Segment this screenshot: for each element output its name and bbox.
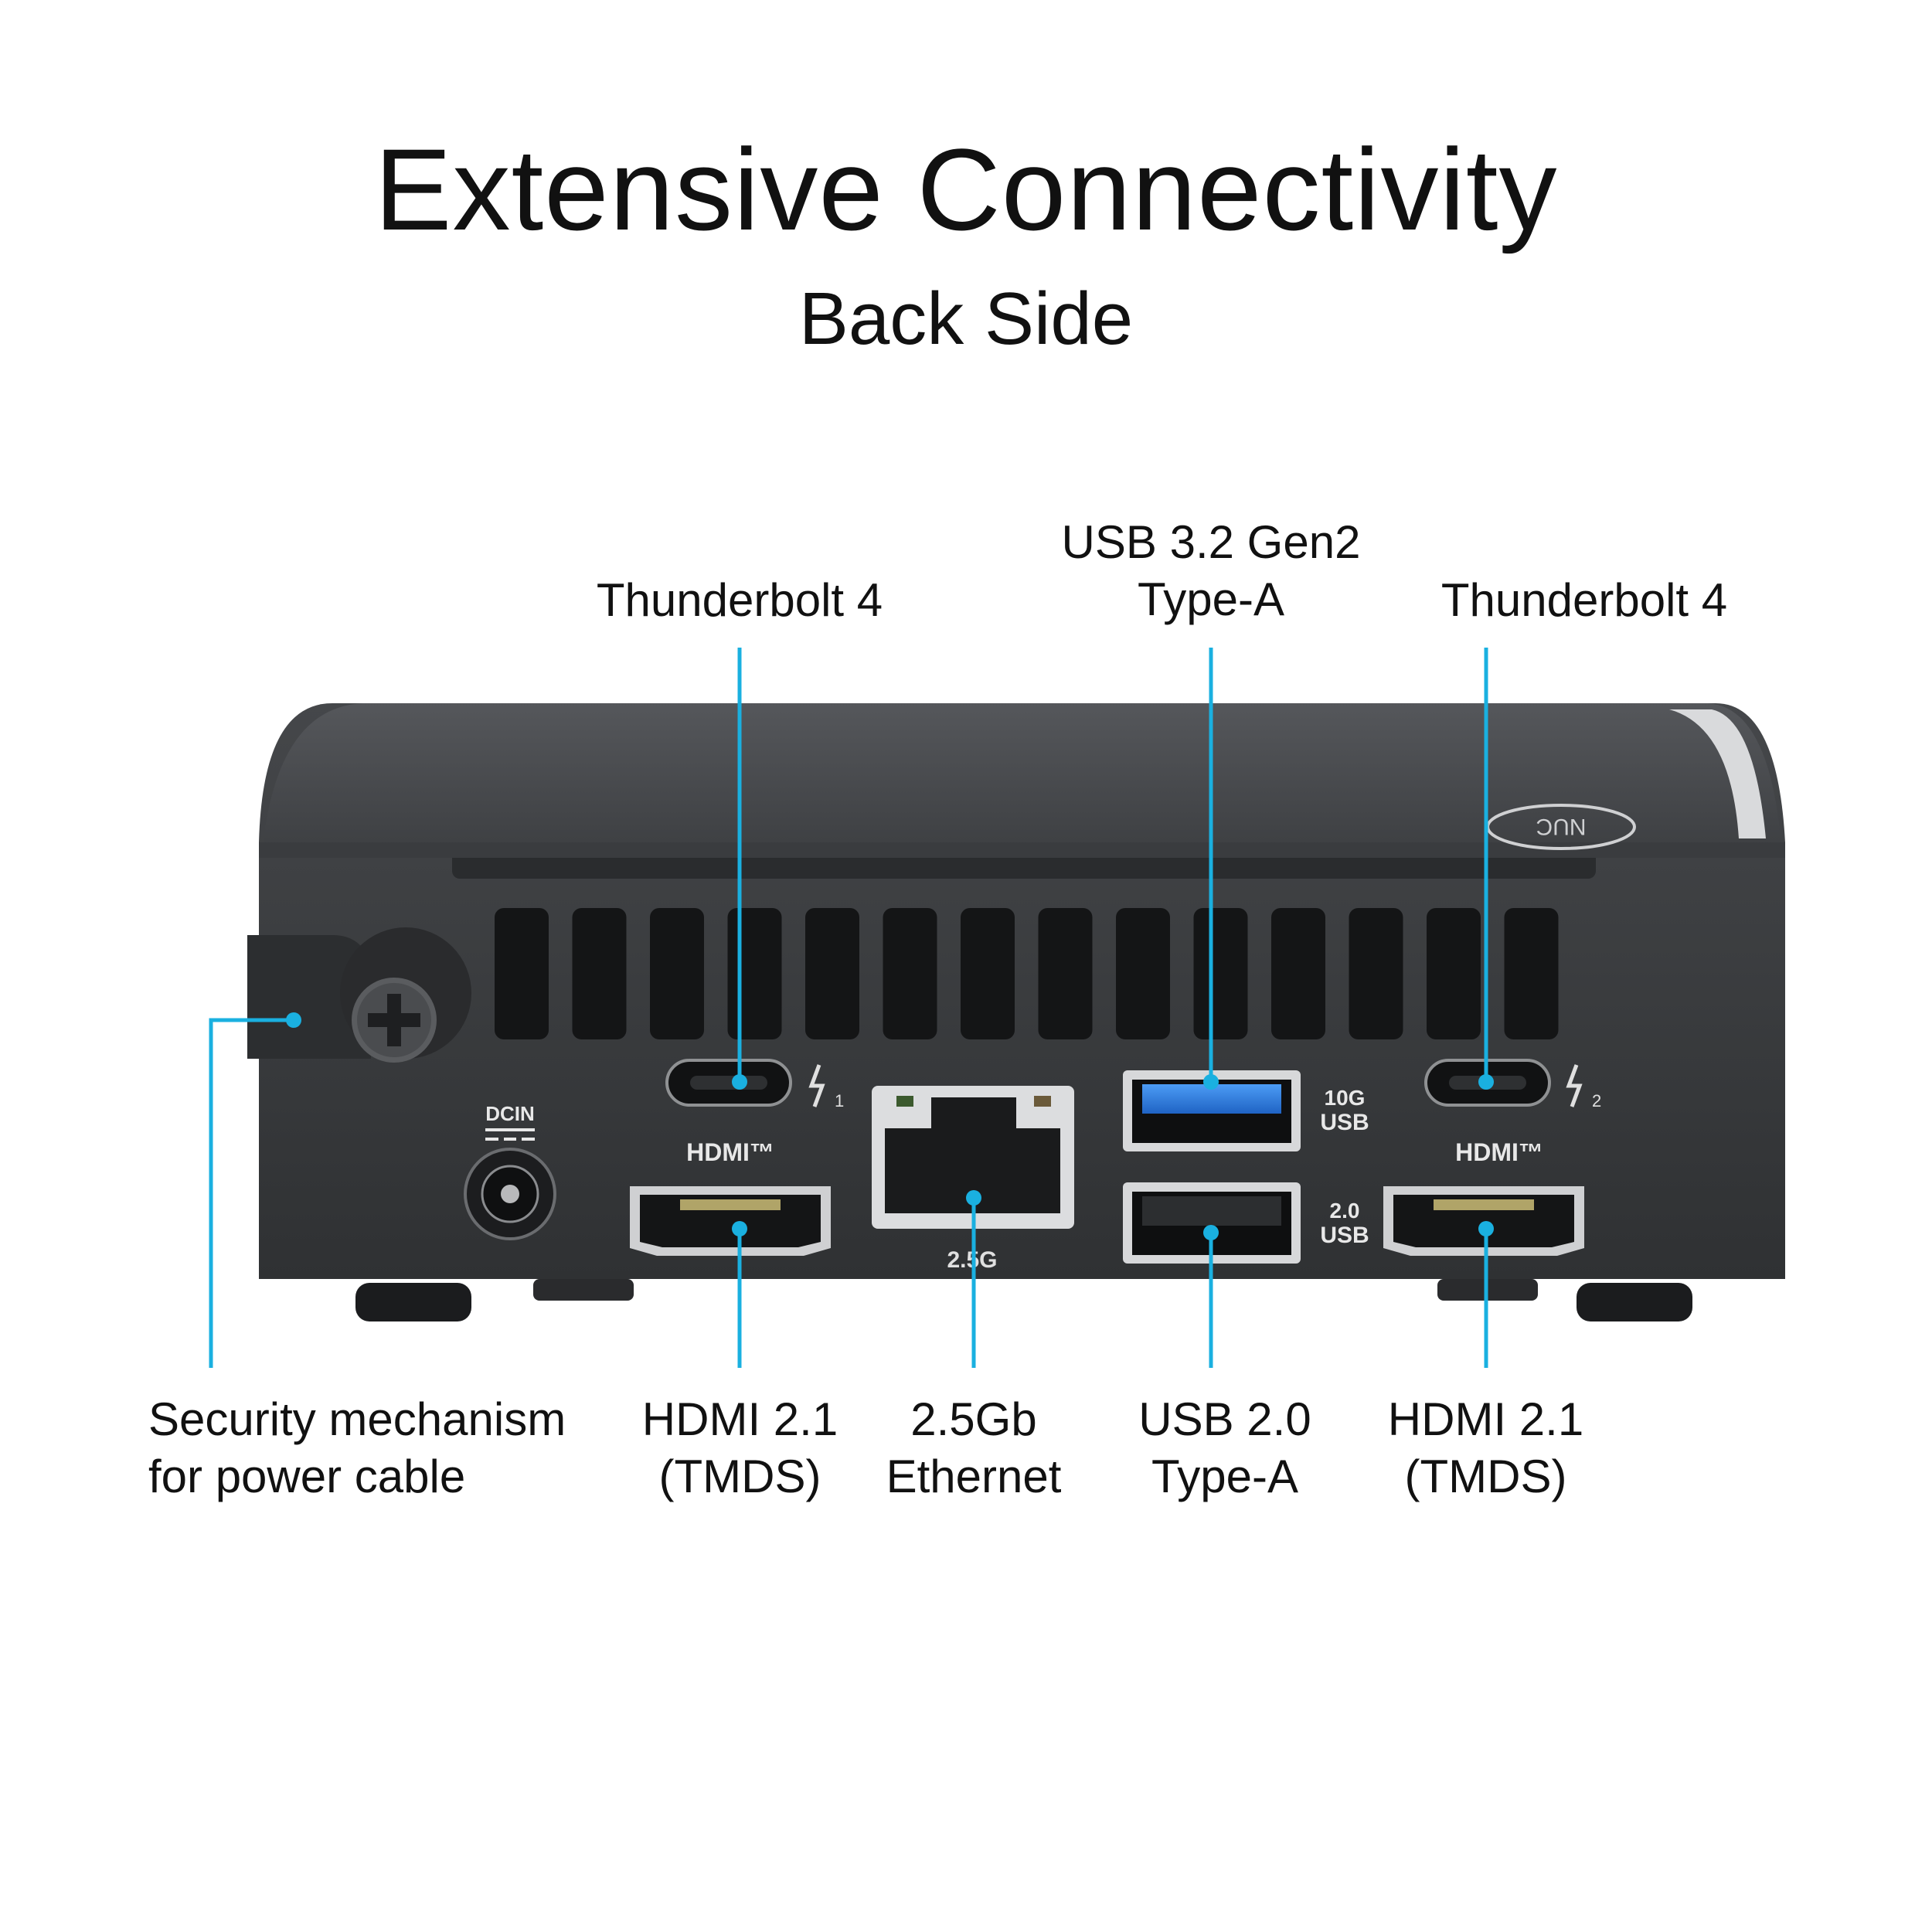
label-thunderbolt-left: Thunderbolt 4 — [596, 574, 883, 626]
vent-slot — [1038, 908, 1093, 1039]
dc-in-port: DCIN — [464, 1102, 556, 1240]
page-title: Extensive Connectivity — [374, 124, 1558, 254]
ethernet-port: 2.5G — [872, 1086, 1074, 1273]
label-hdmi-left: HDMI 2.1 (TMDS) — [641, 1393, 838, 1502]
hdmi-port-right: HDMI™ — [1383, 1138, 1584, 1256]
svg-text:HDMI™: HDMI™ — [686, 1138, 774, 1166]
label-thunderbolt-right: Thunderbolt 4 — [1440, 574, 1728, 626]
svg-text:10G: 10G — [1325, 1086, 1366, 1110]
svg-text:1: 1 — [835, 1091, 844, 1111]
vent-slot — [650, 908, 704, 1039]
svg-text:2: 2 — [1592, 1091, 1601, 1111]
label-usb20: USB 2.0 Type-A — [1138, 1393, 1311, 1502]
vent-slot — [1504, 908, 1559, 1039]
svg-text:DCIN: DCIN — [485, 1102, 535, 1125]
thunderbolt-port-2: 2 — [1424, 1059, 1601, 1111]
svg-text:HDMI™: HDMI™ — [1455, 1138, 1543, 1166]
vent-slot — [805, 908, 859, 1039]
page-subtitle: Back Side — [798, 277, 1134, 360]
vent-slot — [1193, 908, 1248, 1039]
vent-slot — [727, 908, 782, 1039]
vent-slot — [961, 908, 1015, 1039]
thunderbolt-icon — [1566, 1064, 1583, 1107]
vent-slot — [1116, 908, 1170, 1039]
thunderbolt-icon — [808, 1064, 825, 1107]
vent-slot — [883, 908, 937, 1039]
svg-text:2.0: 2.0 — [1330, 1199, 1360, 1223]
vent-slot — [1427, 908, 1481, 1039]
security-mechanism — [247, 927, 471, 1063]
device-chassis — [259, 703, 1785, 1279]
label-ethernet: 2.5Gb Ethernet — [886, 1393, 1062, 1502]
brand-logo: NUC — [1486, 804, 1636, 850]
label-security-mechanism: Security mechanism for power cable — [148, 1393, 566, 1502]
vent-slot — [1349, 908, 1403, 1039]
callout-dot-security — [286, 1012, 301, 1028]
cooling-vents — [495, 908, 1559, 1039]
vent-slot — [1271, 908, 1325, 1039]
vent-slot — [572, 908, 627, 1039]
hdmi-port-left: HDMI™ — [630, 1138, 831, 1256]
device-feet — [355, 1279, 1692, 1321]
thunderbolt-port-1: 1 — [665, 1059, 844, 1111]
svg-text:NUC: NUC — [1536, 814, 1587, 839]
label-usb32-gen2: USB 3.2 Gen2 Type-A — [1061, 516, 1361, 625]
callout-lines — [209, 648, 1494, 1368]
svg-text:USB: USB — [1320, 1223, 1369, 1248]
label-hdmi-right: HDMI 2.1 (TMDS) — [1387, 1393, 1584, 1502]
callout-line-security — [209, 1018, 294, 1368]
svg-text:USB: USB — [1320, 1110, 1369, 1135]
vent-slot — [495, 908, 549, 1039]
